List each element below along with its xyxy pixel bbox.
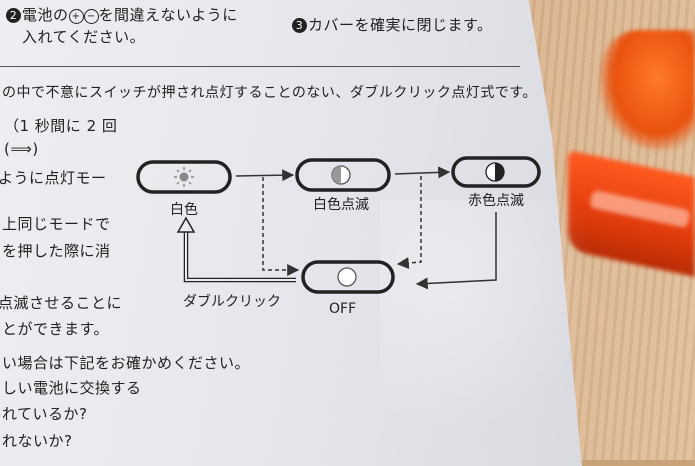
section-divider: [0, 66, 520, 67]
body-line-6: 点滅させることに: [0, 294, 123, 312]
body-line-4: 上同じモードで: [2, 215, 111, 233]
body-line-11: れないか?: [2, 432, 73, 450]
mode-white-blink-label: 白色点滅: [313, 196, 369, 213]
body-line-2: (⟹): [4, 140, 39, 158]
body-line-3: ように点灯モー: [0, 169, 107, 187]
mode-white-blink: 白色点滅: [295, 158, 391, 213]
step3-number: 3: [292, 18, 307, 33]
mode-red-blink-label: 赤色点滅: [468, 192, 524, 209]
instruction-sheet: [0, 0, 582, 466]
dashed-arrow-whiteblink-to-off: [396, 176, 422, 270]
double-click-label: ダブルクリック: [183, 293, 281, 310]
mode-red-blink: 赤色点滅: [451, 156, 541, 209]
half-black-circle-icon: [485, 162, 505, 182]
mode-white-label: 白色: [170, 201, 198, 218]
double-click-return-arrow: [176, 216, 296, 283]
arrow-white-to-whiteblink: [235, 169, 295, 182]
arrow-whiteblink-to-redblink: [394, 166, 451, 179]
empty-circle-icon: [337, 267, 357, 287]
sun-icon: [174, 167, 194, 187]
body-line-1: （1 秒間に 2 回: [4, 117, 118, 135]
dashed-arrow-white-to-off: [262, 177, 300, 276]
body-line-10: れているか?: [2, 405, 88, 423]
minus-symbol: −: [83, 9, 99, 24]
body-line-5: を押した際に消: [2, 242, 111, 260]
body-line-8: い場合は下記をお確かめください。: [2, 354, 251, 372]
body-line-0: の中で不意にスイッチが押され点灯することのない、ダブルクリック点灯式です。: [2, 85, 537, 101]
half-white-circle-icon: [331, 165, 351, 185]
arrow-redblink-to-off: [415, 212, 497, 290]
mode-off: OFF: [301, 260, 395, 317]
step2-line2: 入れてください。: [22, 28, 146, 46]
step2-number: 2: [6, 8, 21, 23]
body-line-9: しい電池に交換する: [2, 379, 142, 397]
mode-off-label: OFF: [329, 301, 356, 317]
body-line-7: とができます。: [2, 320, 110, 338]
orange-clip-top: [600, 30, 695, 150]
mode-white: 白色: [136, 160, 232, 218]
plus-symbol: +: [68, 9, 84, 24]
